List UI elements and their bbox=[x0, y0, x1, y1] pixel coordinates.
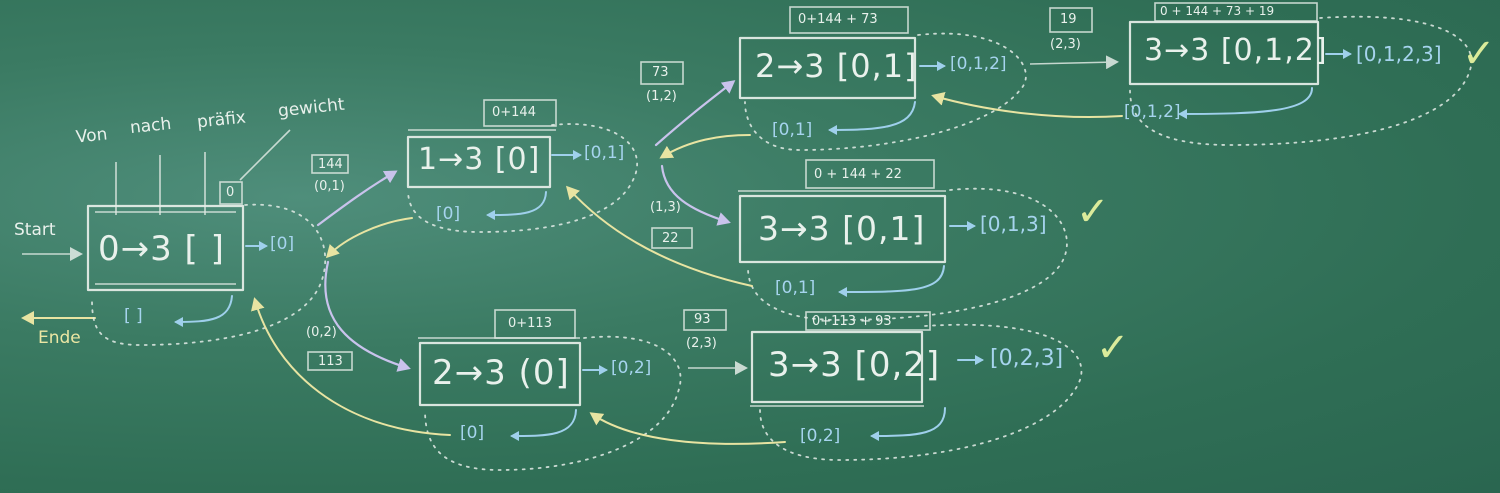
edge-pair: (2,3) bbox=[1050, 37, 1081, 52]
dotted-loop bbox=[747, 187, 1068, 321]
edge-weight-box bbox=[311, 154, 349, 174]
node-2-3-01-back: [0,1] bbox=[772, 120, 813, 140]
backward-arrow bbox=[510, 409, 577, 441]
dotted-loop bbox=[407, 123, 638, 233]
node-root-back: [ ] bbox=[124, 306, 143, 326]
descend-arrow bbox=[654, 80, 736, 147]
node-3-3-01-label: 3→3 [0,1] bbox=[758, 209, 926, 248]
return-arrow bbox=[325, 217, 413, 259]
backward-arrow bbox=[838, 265, 945, 297]
backward-arrow bbox=[870, 407, 946, 441]
edge-weight-box bbox=[1049, 7, 1093, 33]
return-arrow bbox=[565, 185, 753, 287]
node-2-3-01-weight: 0+144 + 73 bbox=[798, 12, 878, 27]
node-2-3-label: 2→3 (0] bbox=[432, 353, 570, 393]
node-box bbox=[738, 36, 917, 100]
dotted-loop bbox=[759, 323, 1083, 461]
node-3-3-02-weight: 0+113 + 93 bbox=[812, 314, 892, 329]
dotted-loop bbox=[424, 335, 682, 471]
weight-box bbox=[1154, 2, 1318, 22]
node-box-inner bbox=[95, 211, 236, 285]
return-arrow bbox=[589, 412, 786, 445]
weight-box bbox=[219, 181, 243, 205]
node-1-3-forward: [0,1] bbox=[584, 143, 625, 163]
edge-weight: 19 bbox=[1060, 12, 1077, 27]
node-3-3-01-weight: 0 + 144 + 22 bbox=[814, 167, 902, 182]
node-2-3-01-label: 2→3 [0,1] bbox=[755, 47, 918, 85]
weight-box bbox=[805, 311, 931, 331]
header-line bbox=[239, 129, 291, 181]
edge-pair: (0,1) bbox=[314, 179, 345, 194]
node-3-3-012-forward: [0,1,2,3] bbox=[1356, 42, 1442, 66]
node-2-3-forward: [0,2] bbox=[611, 358, 652, 378]
node-root-forward: [0] bbox=[270, 234, 295, 254]
node-box bbox=[750, 330, 924, 404]
node-3-3-02-forward: [0,2,3] bbox=[990, 346, 1064, 371]
ende-label: Ende bbox=[38, 328, 81, 348]
node-1-3-label: 1→3 [0] bbox=[418, 142, 541, 177]
edge-pair: (1,3) bbox=[650, 200, 681, 215]
node-box bbox=[406, 135, 552, 189]
node-3-3-01-back: [0,1] bbox=[775, 278, 816, 298]
check-mark-icon: ✓ bbox=[1462, 31, 1496, 77]
node-3-3-012-weight: 0 + 144 + 73 + 19 bbox=[1160, 4, 1275, 18]
dotted-loop bbox=[1129, 15, 1473, 146]
weight-box bbox=[805, 159, 935, 189]
node-3-3-01-forward: [0,1,3] bbox=[980, 212, 1047, 236]
weight-box bbox=[789, 6, 909, 34]
descend-arrow bbox=[660, 164, 731, 226]
node-2-3-01-forward: [0,1,2] bbox=[950, 54, 1007, 74]
backward-arrow bbox=[486, 191, 547, 220]
return-arrow bbox=[659, 134, 751, 159]
edge-pair: (0,2) bbox=[306, 325, 337, 340]
dotted-loop bbox=[91, 203, 327, 346]
node-2-3-weight: 0+113 bbox=[508, 316, 552, 331]
weight-box bbox=[483, 99, 557, 127]
descend-arrow bbox=[1029, 55, 1119, 70]
node-2-3-back: [0] bbox=[460, 423, 485, 443]
edge-weight: 73 bbox=[652, 65, 669, 80]
start-label: Start bbox=[14, 220, 56, 240]
descend-arrow bbox=[316, 170, 398, 227]
dotted-loop bbox=[744, 32, 1027, 151]
root-weight: 0 bbox=[226, 185, 235, 200]
check-mark-icon: ✓ bbox=[1076, 189, 1110, 235]
node-box bbox=[738, 194, 947, 264]
return-arrow bbox=[251, 297, 451, 436]
node-root-label: 0→3 [ ] bbox=[98, 229, 225, 269]
edge-pair: (2,3) bbox=[686, 336, 717, 351]
header-nach: nach bbox=[129, 113, 173, 139]
edge-weight: 113 bbox=[318, 354, 343, 369]
edge-weight-box bbox=[307, 351, 353, 371]
check-mark-icon: ✓ bbox=[1096, 325, 1130, 371]
node-box-root bbox=[86, 204, 245, 292]
edge-pair: (1,2) bbox=[646, 89, 677, 104]
node-3-3-02-back: [0,2] bbox=[800, 426, 841, 446]
node-1-3-back: [0] bbox=[436, 204, 461, 224]
edge-weight-box bbox=[651, 227, 693, 249]
return-arrow bbox=[931, 92, 1123, 118]
backward-arrow bbox=[828, 101, 916, 135]
backward-arrow bbox=[1178, 87, 1313, 119]
backward-arrow bbox=[174, 295, 233, 327]
node-3-3-012-label: 3→3 [0,1,2] bbox=[1144, 33, 1328, 68]
descend-arrow bbox=[324, 260, 411, 372]
edge-weight-box bbox=[640, 61, 684, 85]
node-3-3-02-label: 3→3 [0,2] bbox=[768, 345, 941, 385]
node-1-3-weight: 0+144 bbox=[492, 105, 536, 120]
node-box bbox=[1128, 20, 1320, 86]
node-box bbox=[418, 341, 582, 407]
node-3-3-012-back: [0,1,2] bbox=[1124, 102, 1181, 122]
edge-weight: 22 bbox=[662, 231, 679, 246]
header-von: Von bbox=[74, 124, 109, 148]
edge-weight: 144 bbox=[318, 157, 343, 172]
edge-weight: 93 bbox=[694, 312, 711, 327]
edge-weight-box bbox=[683, 309, 727, 331]
